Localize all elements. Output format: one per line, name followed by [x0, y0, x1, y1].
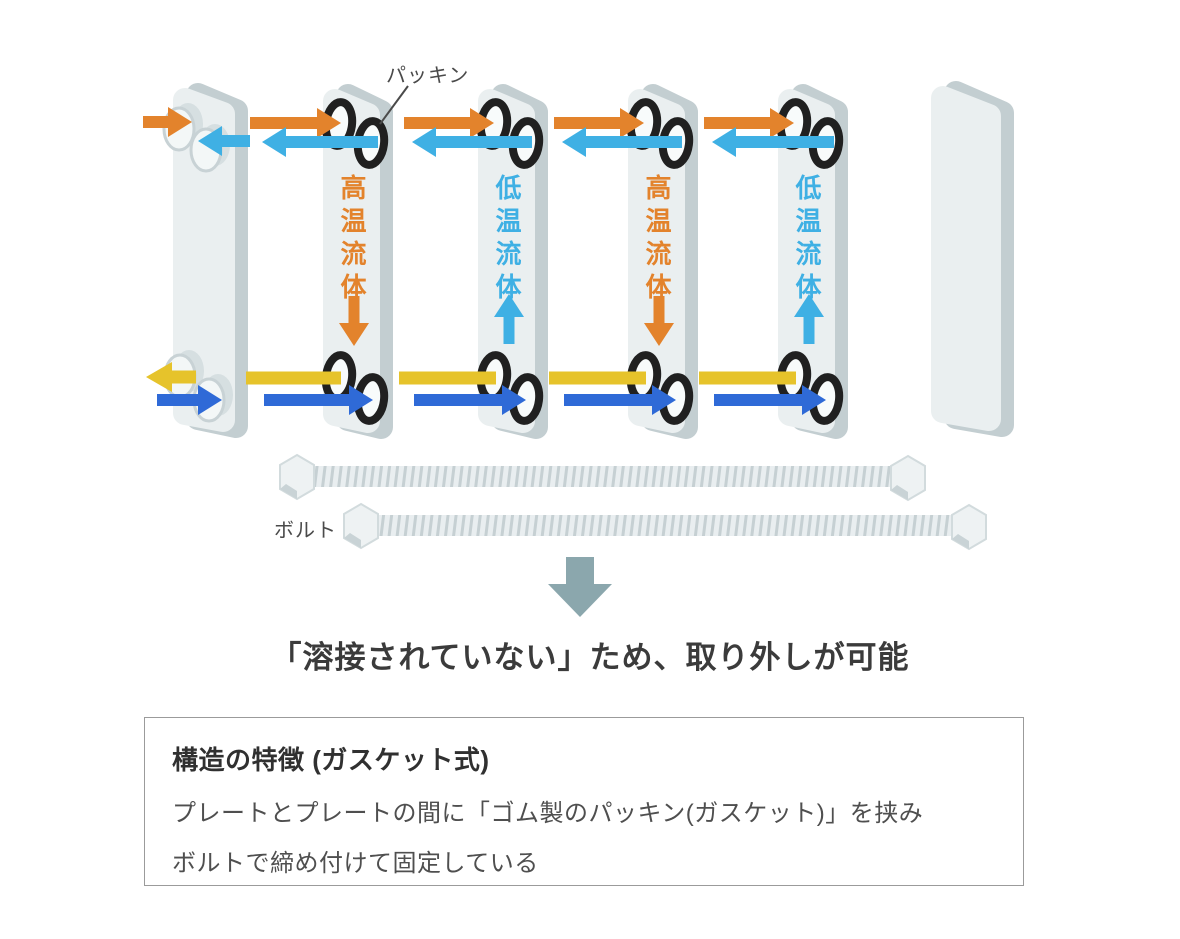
- packing-pointer-line: [379, 85, 409, 125]
- bolt-shaft: [310, 466, 898, 487]
- hot-fluid-label-1: 高温流体: [337, 174, 367, 306]
- hot-outlet-arrows: [146, 362, 796, 392]
- bolt-label: ボルト: [274, 520, 337, 542]
- cold-fluid-label-2: 低温流体: [792, 174, 822, 306]
- heat-exchanger-diagram: [143, 81, 1014, 617]
- hot-inlet-arrows: [143, 107, 794, 138]
- hot-down-arrow-1: [339, 296, 369, 346]
- bolt-head-facet: [280, 484, 297, 499]
- cold-inlet-arrows: [157, 385, 826, 415]
- conclusion-caption: 「溶接されていない」ため、取り外しが可能: [270, 640, 910, 675]
- cold-fluid-label-1: 低温流体: [492, 174, 522, 306]
- info-box-title: 構造の特徴 (ガスケット式): [172, 745, 490, 775]
- cold-up-arrow-1: [494, 294, 524, 344]
- hot-down-arrow-2: [644, 296, 674, 346]
- bolt-nut-facet: [952, 534, 969, 549]
- end-plate-right: [931, 81, 1014, 437]
- packing-label: パッキン: [386, 65, 470, 87]
- cold-up-arrow-2: [794, 294, 824, 344]
- bolt-shaft: [374, 515, 958, 536]
- bolt-head-facet: [344, 533, 361, 548]
- end-plate-left: [173, 83, 248, 438]
- hot-fluid-label-2: 高温流体: [642, 174, 672, 306]
- cold-outlet-arrows: [198, 126, 834, 157]
- info-box: 構造の特徴 (ガスケット式) プレートとプレートの間に「ゴム製のパッキン(ガスケ…: [144, 717, 1024, 886]
- bolt-nut-facet: [891, 485, 908, 500]
- conclusion-down-arrow: [548, 557, 612, 617]
- info-box-line-2: ボルトで締め付けて固定している: [172, 850, 539, 877]
- info-box-line-1: プレートとプレートの間に「ゴム製のパッキン(ガスケット)」を挟み: [172, 800, 924, 827]
- bolt-2: [343, 502, 987, 551]
- bolt-1: [279, 453, 926, 502]
- gasket-plate-hot-2: [628, 84, 698, 439]
